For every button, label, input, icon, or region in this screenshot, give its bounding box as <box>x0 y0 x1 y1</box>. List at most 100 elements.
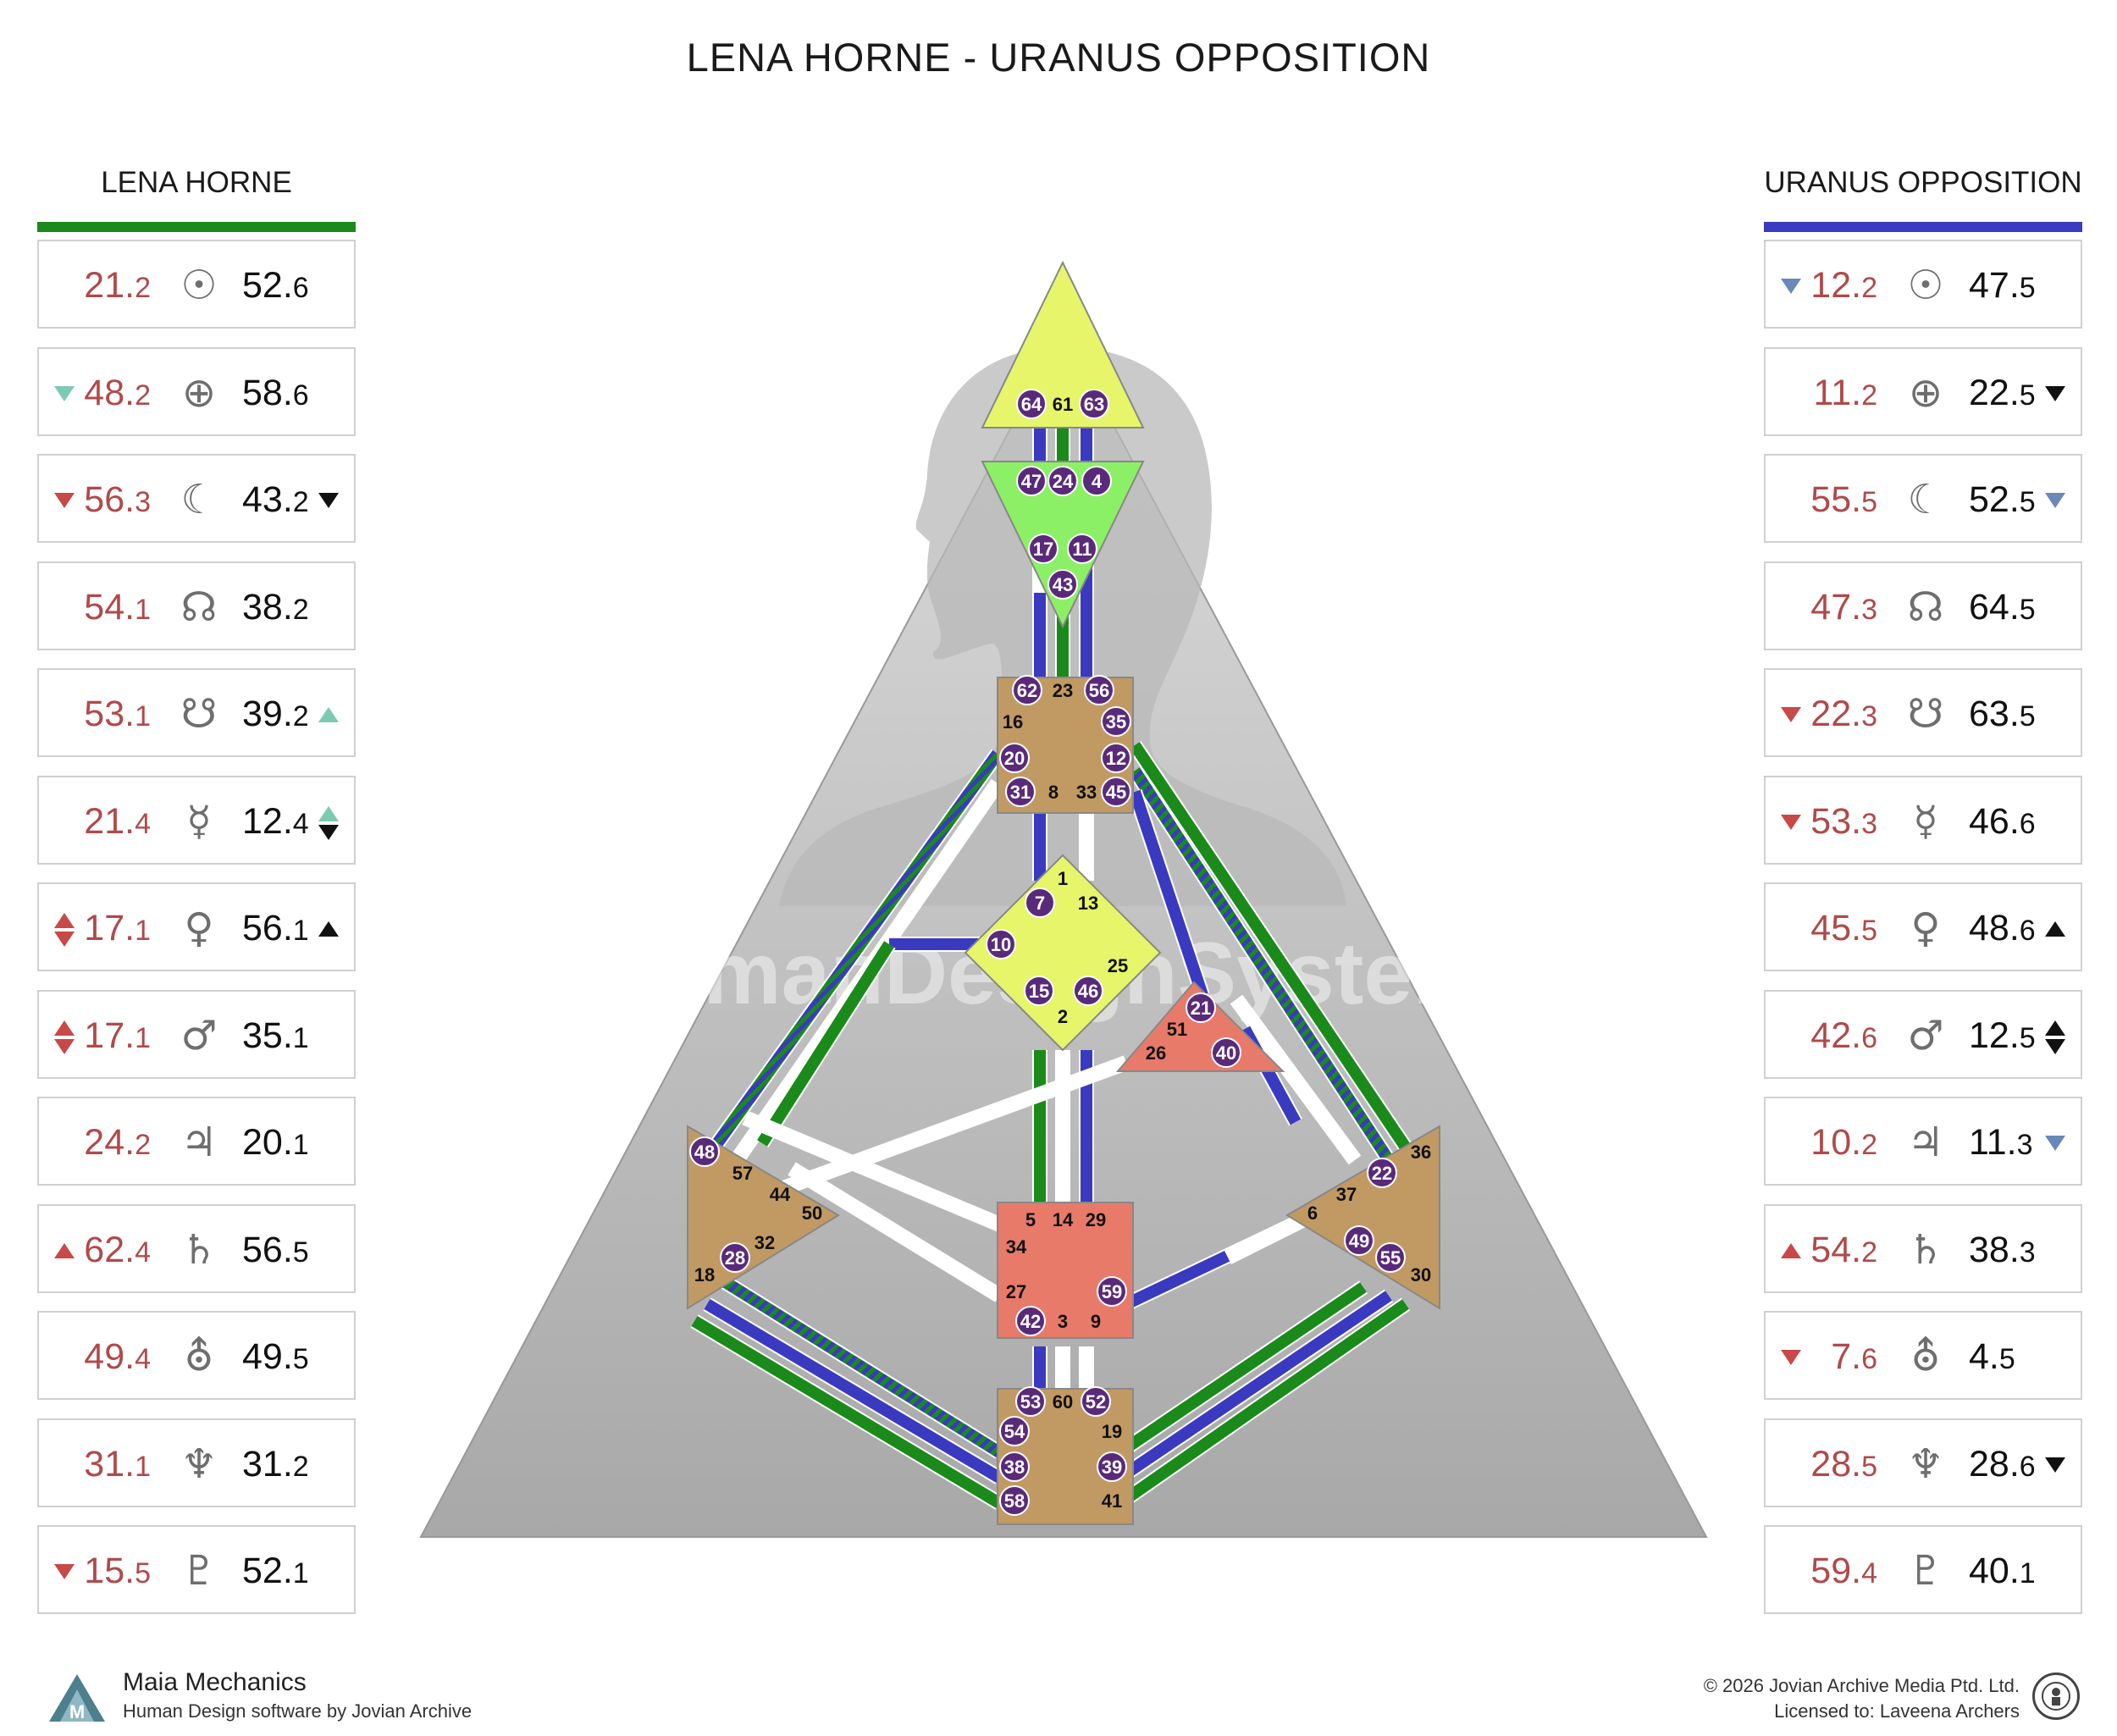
personality-activation: 40.1 <box>1969 1551 2036 1591</box>
personality-activation: 20.1 <box>242 1122 309 1163</box>
design-gate: 55 <box>1810 479 1852 520</box>
mars-icon: ♂ <box>180 1011 218 1059</box>
uranus-icon: ⛢ <box>184 1333 214 1380</box>
design-line: 2 <box>135 272 151 304</box>
right-arrow-icon <box>2042 481 2069 522</box>
design-gate: 22 <box>1810 694 1852 734</box>
gate-label: 16 <box>1003 711 1023 733</box>
right-column-heading: URANUS OPPOSITION <box>1764 166 2082 199</box>
gate-label: 3 <box>1058 1311 1068 1332</box>
left-arrow-icon <box>1777 267 1805 307</box>
personality-activation: 56.1 <box>242 908 309 948</box>
left-column-heading: LENA HORNE <box>101 166 292 199</box>
design-gate: 31 <box>84 1443 125 1484</box>
mars-icon: ♂ <box>1907 1011 1944 1059</box>
gate-marker <box>1097 1451 1127 1482</box>
brand-name: Maia Mechanics <box>123 1668 307 1696</box>
personality-activation: 48.6 <box>1969 908 2036 948</box>
design-gate: 7 <box>1831 1336 1852 1377</box>
gate-marker <box>1101 706 1131 737</box>
design-gate: 45 <box>1810 908 1852 948</box>
personality-line: 6 <box>2019 807 2036 840</box>
design-gate: 62 <box>84 1229 125 1270</box>
personality-line: 1 <box>292 915 309 947</box>
gate-label: 14 <box>1053 1209 1074 1230</box>
planet-row: 47.3 ☊ 64.5 <box>1764 561 2082 650</box>
personality-gate: 28 <box>1969 1443 2009 1484</box>
personality-line: 6 <box>2019 1450 2036 1483</box>
uranus-icon: ⛢ <box>1910 1333 1941 1380</box>
personality-gate: 20 <box>242 1122 283 1163</box>
gate-label: 43 <box>1053 574 1073 595</box>
saturn-icon: ♄ <box>1907 1225 1944 1274</box>
design-activation: 42.6 <box>1810 1015 1877 1056</box>
gate-label: 40 <box>1216 1042 1236 1064</box>
personality-gate: 38 <box>1969 1229 2009 1270</box>
design-activation: 45.5 <box>1810 908 1877 948</box>
gate-marker <box>1028 534 1058 564</box>
design-gate: 53 <box>1810 800 1852 842</box>
gate-marker <box>1186 992 1216 1023</box>
sacral-center <box>997 1202 1134 1339</box>
design-activation: 59.4 <box>1810 1551 1877 1591</box>
gate-marker <box>1025 887 1055 918</box>
design-activation: 21.4 <box>84 800 151 842</box>
design-line: 2 <box>1861 272 1877 304</box>
personality-line: 2 <box>292 1450 309 1483</box>
design-gate: 59 <box>1810 1551 1852 1591</box>
right-arrow-icon <box>2042 1124 2069 1164</box>
design-gate: 47 <box>1810 586 1852 628</box>
planet-row: 49.4 ⛢ 49.5 <box>37 1311 356 1400</box>
personality-line: 5 <box>2019 379 2036 412</box>
planet-row: 21.2 ☉ 52.6 <box>37 240 356 329</box>
pluto-icon: ♇ <box>180 1547 218 1595</box>
planet-row: 54.1 ☊ 38.2 <box>37 561 356 650</box>
license: Licensed to: Laveena Archers <box>1774 1700 2020 1722</box>
design-activation: 48.2 <box>84 372 151 413</box>
design-line: 5 <box>135 1557 151 1589</box>
gate-marker <box>986 929 1016 959</box>
gate-label: 25 <box>1108 955 1128 976</box>
design-line: 1 <box>135 1021 151 1054</box>
design-activation: 17.1 <box>84 908 151 948</box>
gate-label: 12 <box>1106 748 1126 769</box>
personality-activation: 12.4 <box>242 800 309 842</box>
design-line: 3 <box>1861 700 1877 733</box>
gate-label: 5 <box>1025 1209 1036 1230</box>
gate-marker <box>999 1451 1030 1482</box>
personality-activation: 22.5 <box>1969 372 2036 413</box>
planet-row: 54.2 ♄ 38.3 <box>1764 1203 2082 1293</box>
personality-line: 3 <box>2016 1129 2033 1161</box>
planet-row: 17.1 ♀ 56.1 <box>37 882 356 971</box>
design-line: 1 <box>135 1450 151 1483</box>
right-arrow-icon <box>315 481 342 522</box>
gate-label: 52 <box>1086 1391 1106 1413</box>
channel-line <box>691 1315 1003 1509</box>
heart-center <box>1115 981 1285 1072</box>
personality-gate: 31 <box>242 1443 283 1484</box>
gate-label: 60 <box>1053 1391 1073 1413</box>
personality-activation: 52.5 <box>1969 479 2036 520</box>
design-activation: 49.4 <box>84 1336 151 1377</box>
channel-line <box>1230 994 1362 1165</box>
personality-line: 5 <box>2019 1021 2036 1054</box>
personality-line: 5 <box>2019 593 2036 626</box>
personality-line: 1 <box>292 1129 309 1161</box>
gate-marker <box>999 743 1030 773</box>
planet-row: 11.2 ⊕ 22.5 <box>1764 346 2082 436</box>
gate-label: 21 <box>1191 998 1211 1019</box>
brand-tagline: Human Design software by Jovian Archive <box>123 1700 473 1722</box>
design-line: 3 <box>1861 593 1877 626</box>
right-arrow-icon <box>315 909 342 950</box>
design-gate: 11 <box>1813 372 1852 413</box>
planet-row: 48.2 ⊕ 58.6 <box>37 346 356 436</box>
south-node-icon: ☋ <box>1907 690 1944 738</box>
gate-label: 47 <box>1021 471 1042 492</box>
personality-activation: 52.1 <box>242 1551 309 1591</box>
right-arrow-icon <box>2042 374 2069 415</box>
gate-label: 31 <box>1010 782 1031 803</box>
design-gate: 54 <box>1810 1229 1852 1270</box>
gate-marker <box>1101 743 1131 773</box>
design-activation: 55.5 <box>1810 479 1877 520</box>
design-line: 5 <box>1861 915 1877 947</box>
